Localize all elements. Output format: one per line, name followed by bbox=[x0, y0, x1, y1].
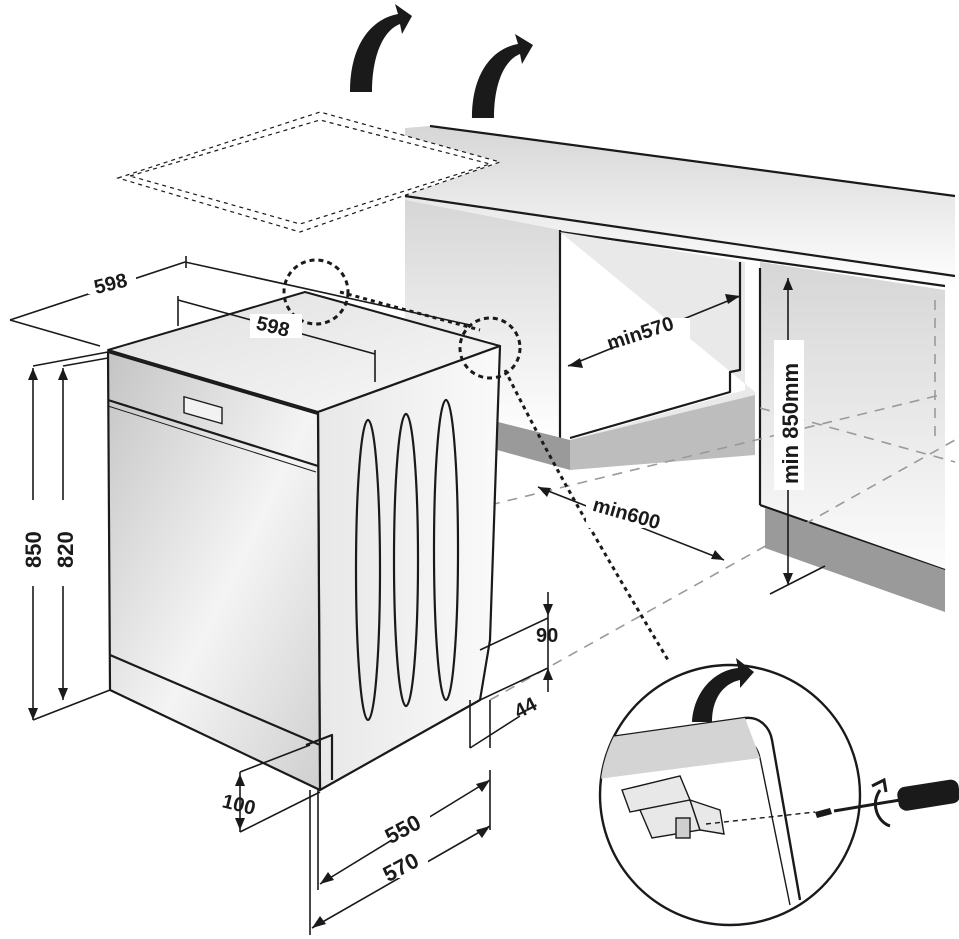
curved-arrow-icon bbox=[350, 4, 412, 92]
screwdriver-icon bbox=[833, 779, 959, 813]
right-cabinet-plinth bbox=[765, 508, 945, 612]
mounting-bracket bbox=[621, 775, 725, 839]
curved-arrow-icon bbox=[472, 34, 533, 118]
label-height-total: 850 bbox=[21, 531, 46, 568]
dishwasher-front bbox=[106, 350, 322, 792]
removed-top-outline bbox=[115, 111, 503, 233]
screw-icon bbox=[815, 808, 832, 818]
kitchen-cabinets bbox=[404, 124, 956, 701]
detail-inset bbox=[598, 658, 959, 927]
label-height-body: 820 bbox=[53, 531, 78, 568]
rotate-arrow-icon bbox=[871, 777, 891, 828]
dishwasher bbox=[106, 291, 502, 792]
left-cabinet bbox=[405, 200, 560, 440]
callout-circle bbox=[458, 316, 522, 380]
curved-arrow-icon bbox=[692, 658, 754, 722]
side-rib bbox=[432, 398, 460, 702]
label-gap-top: 90 bbox=[536, 625, 558, 647]
label-plinth-height: 100 bbox=[220, 790, 258, 819]
dimension-lines bbox=[9, 256, 826, 935]
dishwasher-side bbox=[316, 344, 502, 792]
side-rib bbox=[354, 418, 382, 722]
label-niche-height: min 850mm bbox=[778, 363, 803, 484]
display-window bbox=[183, 395, 223, 425]
lift-arrows bbox=[350, 4, 533, 118]
callout-circle bbox=[282, 258, 350, 326]
worktop bbox=[405, 126, 955, 290]
side-rib bbox=[392, 412, 420, 708]
right-cabinet bbox=[760, 262, 945, 600]
